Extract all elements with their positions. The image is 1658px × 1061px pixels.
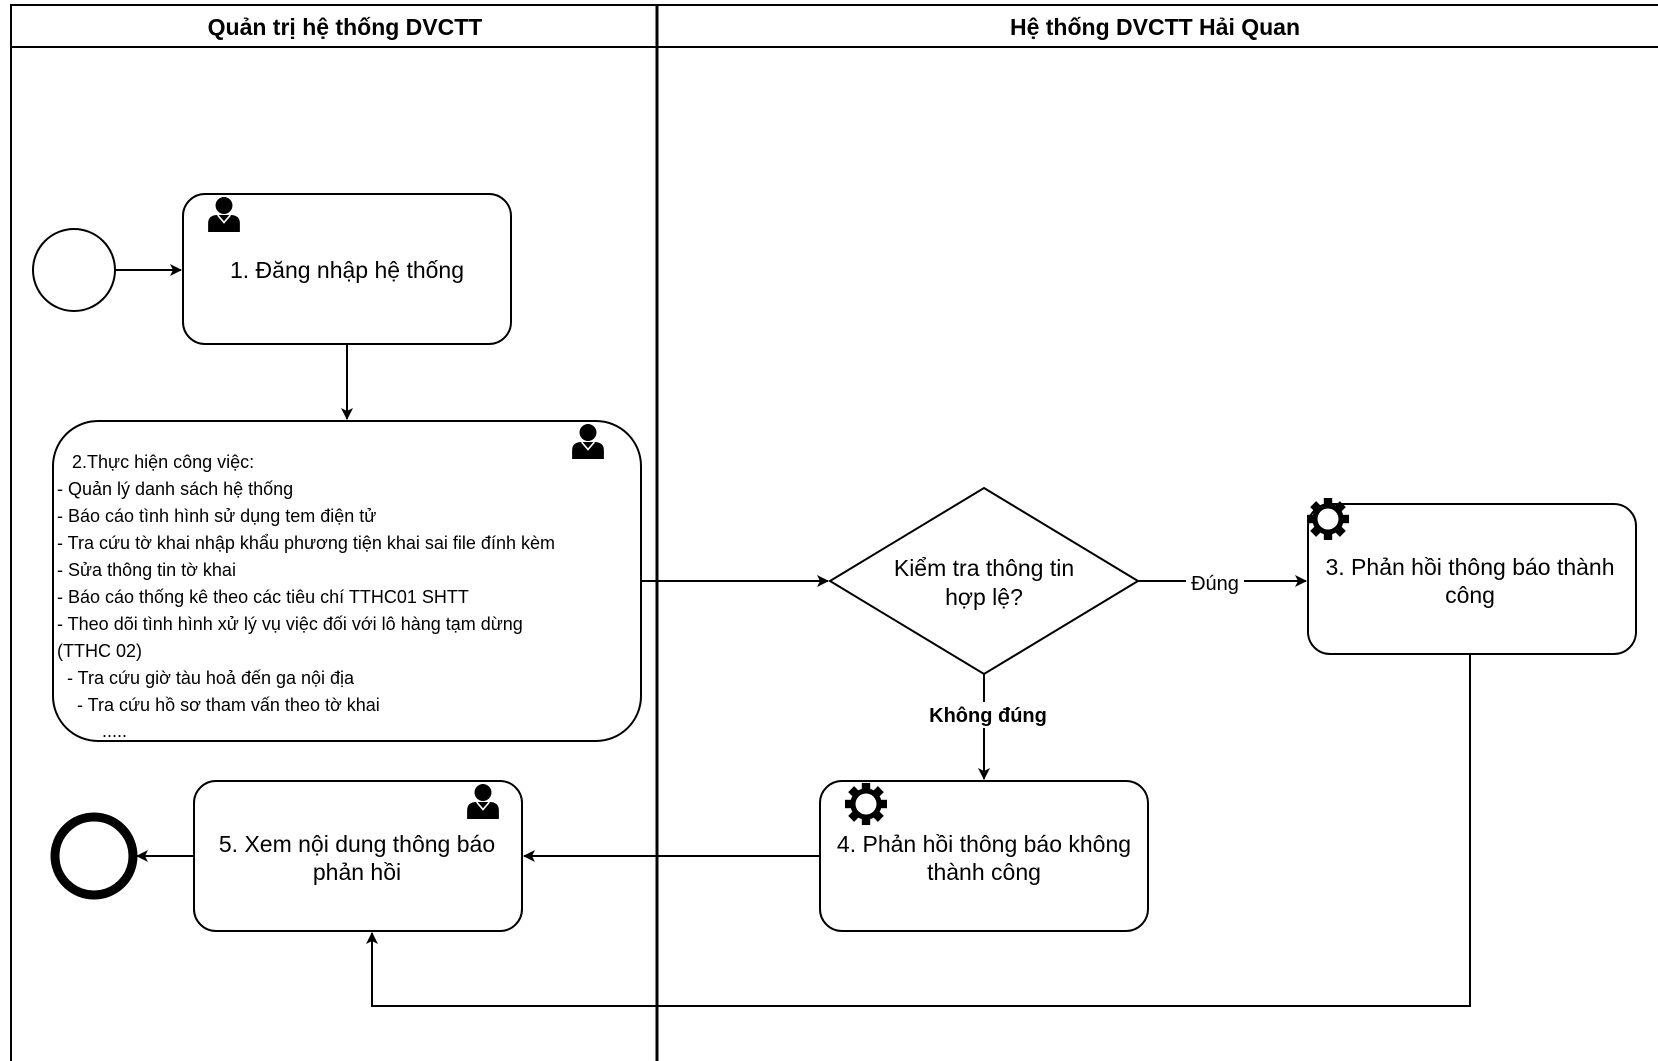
task-1-login: 1. Đăng nhập hệ thống [182, 193, 512, 345]
no-label-bg [920, 702, 1050, 728]
gear-icon [845, 783, 887, 825]
task-4-label-line1: 4. Phản hồi thông báo không [837, 831, 1131, 857]
task-2-line: - Tra cứu giờ tàu hoả đến ga nội địa [57, 668, 355, 688]
task-2-line: - Báo cáo thống kê theo các tiêu chí TTH… [57, 587, 469, 607]
end-event [50, 812, 138, 900]
yes-label-bg [1186, 568, 1244, 594]
task-2-line: 2.Thực hiện công việc: [57, 452, 254, 472]
task-3-success: 3. Phản hồi thông báo thành công [1307, 498, 1637, 655]
task-2-line: - Quản lý danh sách hệ thống [57, 479, 293, 499]
task-2-line: - Tra cứu hồ sơ tham vấn theo tờ khai [57, 695, 380, 715]
decision-label-line1: Kiểm tra thông tin [894, 555, 1074, 581]
task-2-line: - Tra cứu tờ khai nhập khẩu phương tiện … [57, 533, 555, 553]
gear-icon [1307, 498, 1349, 540]
task-2-line: - Theo dõi tình hình xử lý vụ việc đối v… [57, 614, 523, 634]
task-4-label-line2: thành công [927, 859, 1041, 885]
task-1-label: 1. Đăng nhập hệ thống [230, 257, 464, 283]
task-5-label-line1: 5. Xem nội dung thông báo [219, 831, 495, 857]
decision-validate: Kiểm tra thông tin hợp lệ? [828, 486, 1140, 676]
yes-label: Đúng [1191, 573, 1239, 595]
task-5-view-response: 5. Xem nội dung thông báo phản hồi [193, 780, 523, 932]
lane-title-right: Hệ thống DVCTT Hải Quan [1010, 14, 1300, 40]
task-4-failure: 4. Phản hồi thông báo không thành công [819, 780, 1149, 932]
task-2-line: - Báo cáo tình hình sử dụng tem điện tử [57, 506, 376, 526]
task-3-label-line1: 3. Phản hồi thông báo thành [1325, 554, 1614, 580]
decision-label-line2: hợp lệ? [945, 584, 1023, 610]
task-2-line: - Sửa thông tin tờ khai [57, 560, 236, 580]
start-event [32, 228, 116, 312]
task-2-work: 2.Thực hiện công việc: - Quản lý danh sá… [52, 420, 642, 742]
no-label: Không đúng [929, 705, 1047, 727]
task-2-line: ..... [57, 721, 127, 741]
lane-title-left: Quản trị hệ thống DVCTT [208, 14, 483, 40]
task-2-line: (TTHC 02) [57, 641, 142, 661]
task-3-label-line2: công [1445, 582, 1495, 608]
edge-task3-to-task5 [366, 654, 1471, 1007]
task-5-label-line2: phản hồi [313, 859, 401, 885]
task-3-box [1307, 503, 1637, 655]
